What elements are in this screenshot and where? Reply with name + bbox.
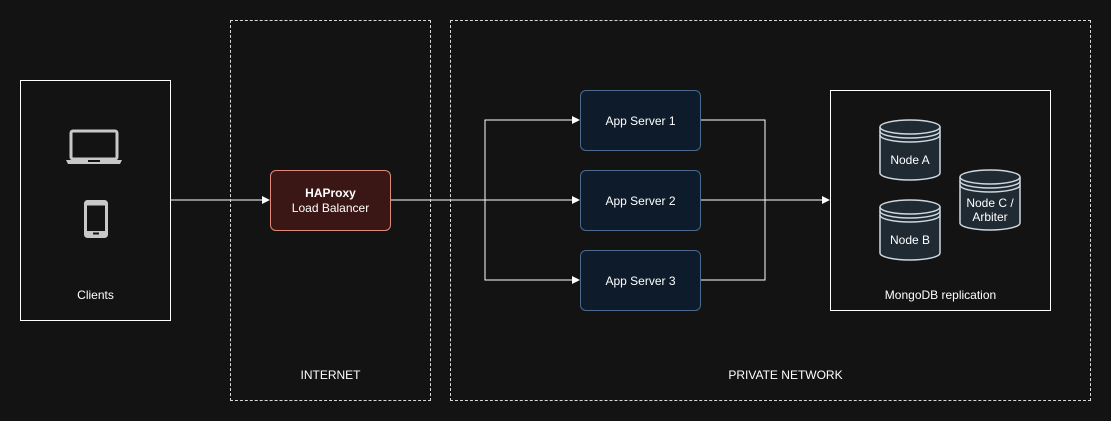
app-server-2-label: App Server 2 xyxy=(605,193,676,208)
node-a-cylinder-icon xyxy=(879,119,941,181)
node-c-cylinder-icon xyxy=(959,169,1021,231)
app-server-3-node: App Server 3 xyxy=(580,250,701,311)
node-a-label: Node A xyxy=(890,153,930,167)
edge-app3-to-db xyxy=(701,200,766,281)
load-balancer-title: HAProxy xyxy=(305,185,356,200)
app-server-2-node: App Server 2 xyxy=(580,170,701,231)
clients-label: Clients xyxy=(77,288,114,302)
internet-zone: INTERNET xyxy=(230,20,431,401)
app-server-3-label: App Server 3 xyxy=(605,273,676,288)
internet-zone-label: INTERNET xyxy=(300,368,361,382)
app-server-1-label: App Server 1 xyxy=(605,113,676,128)
edge-app1-to-db xyxy=(701,119,766,200)
laptop-icon xyxy=(66,129,122,164)
edge-lb-to-app1 xyxy=(484,116,580,200)
mongodb-replication-label: MongoDB replication xyxy=(884,288,997,302)
edge-lb-to-app3 xyxy=(484,200,580,284)
node-c-label: Node C / Arbiter xyxy=(966,196,1014,224)
private-network-zone-label: PRIVATE NETWORK xyxy=(728,368,843,382)
node-b-label: Node B xyxy=(889,233,931,247)
load-balancer-node: HAProxy Load Balancer xyxy=(270,170,391,231)
load-balancer-subtitle: Load Balancer xyxy=(291,200,370,215)
app-server-1-node: App Server 1 xyxy=(580,90,701,151)
mongodb-replication-box: MongoDB replication xyxy=(830,90,1051,311)
private-network-zone: PRIVATE NETWORK xyxy=(450,20,1091,401)
node-b-cylinder-icon xyxy=(879,199,941,261)
smartphone-icon xyxy=(84,200,108,238)
clients-box: Clients xyxy=(20,80,171,321)
